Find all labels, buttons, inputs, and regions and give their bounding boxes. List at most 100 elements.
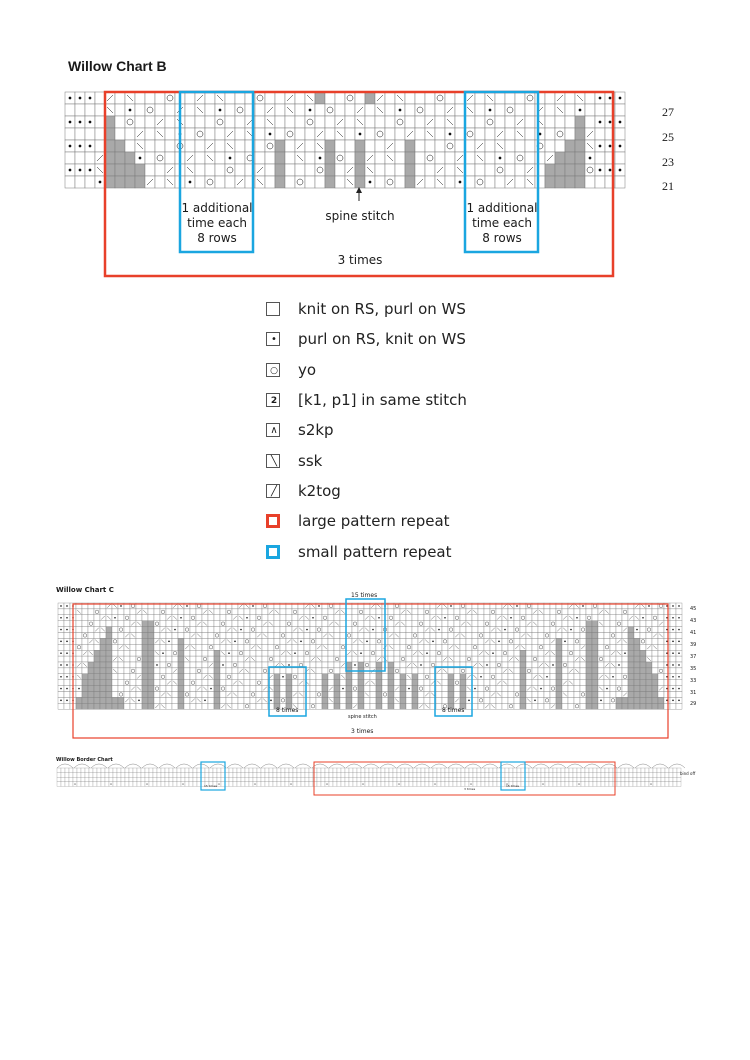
stitch-cell bbox=[189, 655, 197, 663]
ssk-mark bbox=[461, 633, 465, 638]
stitch-cell bbox=[176, 772, 182, 778]
k2tog-mark bbox=[197, 621, 201, 626]
ssk-mark bbox=[209, 674, 213, 679]
ssk-mark bbox=[137, 686, 141, 691]
stitch-cell bbox=[224, 163, 236, 177]
stitch-cell bbox=[264, 91, 276, 105]
stitch-cell bbox=[84, 151, 96, 165]
stitch-cell bbox=[64, 777, 70, 782]
stitch-cell bbox=[464, 151, 476, 165]
stitch-cell bbox=[243, 632, 251, 639]
chart-c-title: Willow Chart C bbox=[56, 586, 114, 594]
stitch-cell bbox=[404, 91, 416, 105]
stitch-cell bbox=[87, 626, 95, 633]
stitch-cell bbox=[84, 781, 90, 787]
stitch-cell bbox=[84, 127, 96, 141]
stitch-cell bbox=[274, 163, 286, 177]
stitch-cell bbox=[304, 777, 310, 782]
stitch-cell bbox=[632, 777, 638, 782]
stitch-cell bbox=[279, 691, 287, 698]
stitch-cell bbox=[484, 777, 490, 782]
stitch-cell bbox=[285, 697, 293, 704]
stitch-cell bbox=[339, 620, 347, 627]
stitch-cell bbox=[274, 127, 286, 141]
purl-mark bbox=[186, 605, 188, 607]
stitch-cell bbox=[585, 626, 593, 633]
purl-mark bbox=[480, 675, 482, 678]
yo-mark bbox=[491, 674, 495, 679]
stitch-cell bbox=[417, 679, 425, 686]
purl-mark bbox=[672, 664, 674, 666]
stitch-cell bbox=[381, 703, 389, 710]
yo-mark bbox=[245, 639, 249, 644]
yo-mark bbox=[611, 698, 615, 703]
stitch-cell bbox=[594, 103, 606, 117]
stitch-cell bbox=[609, 655, 617, 663]
ssk-mark bbox=[419, 651, 423, 656]
yo-mark bbox=[77, 645, 81, 650]
stitch-cell bbox=[645, 673, 653, 680]
stitch-cell bbox=[99, 697, 107, 704]
stitch-cell bbox=[324, 767, 330, 773]
stitch-cell bbox=[387, 691, 395, 698]
stitch-cell bbox=[213, 703, 221, 710]
stitch-cell bbox=[344, 767, 350, 773]
stitch-cell bbox=[184, 91, 196, 105]
stitch-cell bbox=[195, 691, 203, 698]
ssk-mark bbox=[491, 639, 495, 644]
stitch-cell bbox=[339, 638, 347, 645]
k2tog-mark bbox=[263, 686, 267, 691]
stitch-cell bbox=[303, 703, 311, 710]
stitch-cell bbox=[135, 614, 143, 621]
stitch-cell bbox=[417, 632, 425, 639]
stitch-cell bbox=[81, 679, 89, 686]
stitch-cell bbox=[552, 772, 558, 778]
stitch-cell bbox=[512, 767, 518, 773]
stitch-cell bbox=[501, 685, 509, 692]
stitch-cell bbox=[537, 667, 545, 674]
stitch-cell bbox=[56, 777, 62, 782]
stitch-cell bbox=[585, 697, 593, 704]
stitch-cell bbox=[513, 703, 521, 710]
stitch-cell bbox=[129, 644, 137, 651]
stitch-cell bbox=[464, 127, 476, 141]
stitch-cell bbox=[560, 767, 566, 773]
stitch-cell bbox=[320, 777, 326, 782]
stitch-cell bbox=[639, 632, 647, 639]
stitch-cell bbox=[244, 777, 250, 782]
stitch-cell bbox=[339, 667, 347, 674]
stitch-cell bbox=[516, 767, 522, 773]
stitch-cell bbox=[315, 638, 323, 645]
stitch-cell bbox=[411, 638, 419, 645]
stitch-cell bbox=[255, 667, 263, 674]
stitch-cell bbox=[339, 626, 347, 633]
stitch-cell bbox=[648, 767, 654, 773]
stitch-cell bbox=[111, 679, 119, 686]
stitch-cell bbox=[429, 608, 437, 615]
yo-mark bbox=[346, 94, 354, 102]
stitch-cell bbox=[392, 777, 398, 782]
stitch-cell bbox=[183, 608, 191, 615]
yo-mark bbox=[419, 686, 423, 691]
stitch-cell bbox=[552, 777, 558, 782]
stitch-cell bbox=[368, 781, 374, 787]
stitch-cell bbox=[243, 620, 251, 627]
k2tog-mark bbox=[203, 674, 207, 679]
stitch-cell bbox=[321, 650, 329, 657]
stitch-cell bbox=[99, 620, 107, 627]
stitch-cell bbox=[434, 127, 446, 141]
stitch-cell bbox=[165, 697, 173, 704]
stitch-cell bbox=[675, 620, 683, 627]
ssk-mark bbox=[95, 639, 99, 644]
stitch-cell bbox=[219, 644, 227, 651]
stitch-cell bbox=[423, 620, 431, 627]
yo-mark bbox=[653, 615, 657, 620]
stitch-cell bbox=[459, 638, 467, 645]
stitch-cell bbox=[177, 638, 185, 645]
stitch-cell bbox=[111, 697, 119, 704]
stitch-cell bbox=[123, 673, 131, 680]
stitch-cell bbox=[244, 767, 250, 773]
stitch-cell bbox=[272, 767, 278, 773]
stitch-cell bbox=[573, 661, 581, 669]
purl-mark bbox=[666, 605, 668, 607]
